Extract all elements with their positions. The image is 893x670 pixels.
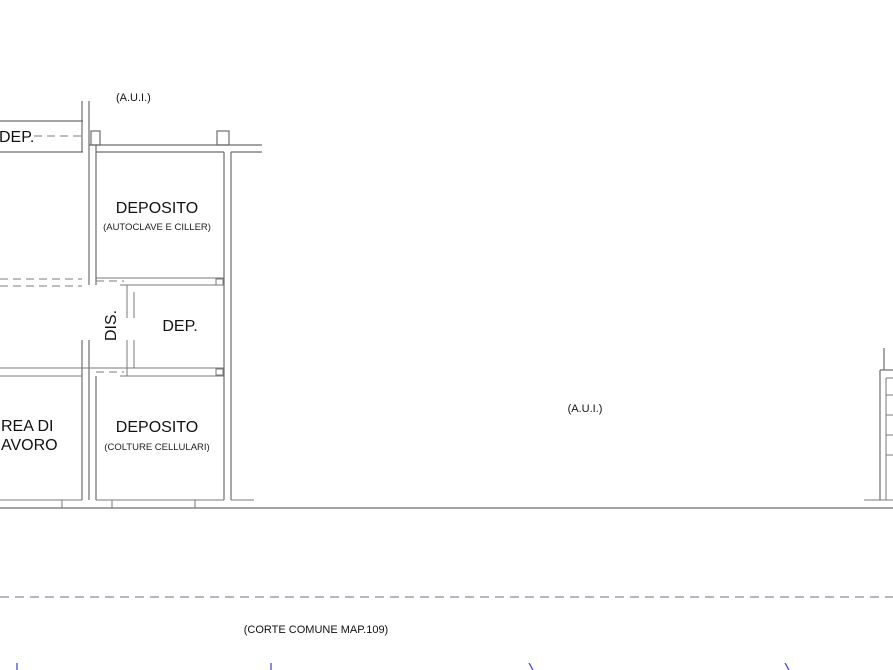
markers <box>16 662 790 670</box>
deposito-1-subtitle: (AUTOCLAVE E CILLER) <box>103 222 211 233</box>
corte-comune-label: (CORTE COMUNE MAP.109) <box>244 624 388 636</box>
walls <box>0 101 893 509</box>
labels: (A.U.I.) DEP. DEPOSITO (AUTOCLAVE E CILL… <box>0 92 602 636</box>
deposito-2-subtitle: (COLTURE CELLULARI) <box>104 442 209 453</box>
marker <box>784 662 790 670</box>
dashed-lines <box>0 135 893 598</box>
column <box>215 368 224 376</box>
deposito-1-title: DEPOSITO <box>116 200 198 217</box>
area-label-line2: AVORO <box>1 437 58 454</box>
aui-top-label: (A.U.I.) <box>116 92 151 104</box>
column <box>216 130 230 146</box>
aui-center-label: (A.U.I.) <box>568 403 603 415</box>
deposito-2-title: DEPOSITO <box>116 419 198 436</box>
marker <box>528 662 534 670</box>
dis-label: DIS. <box>103 310 120 341</box>
dep-left-label: DEP. <box>0 129 34 146</box>
area-label-line1: REA DI <box>1 418 53 435</box>
column <box>90 130 101 146</box>
column <box>215 278 224 286</box>
dep-mid-label: DEP. <box>162 318 197 335</box>
